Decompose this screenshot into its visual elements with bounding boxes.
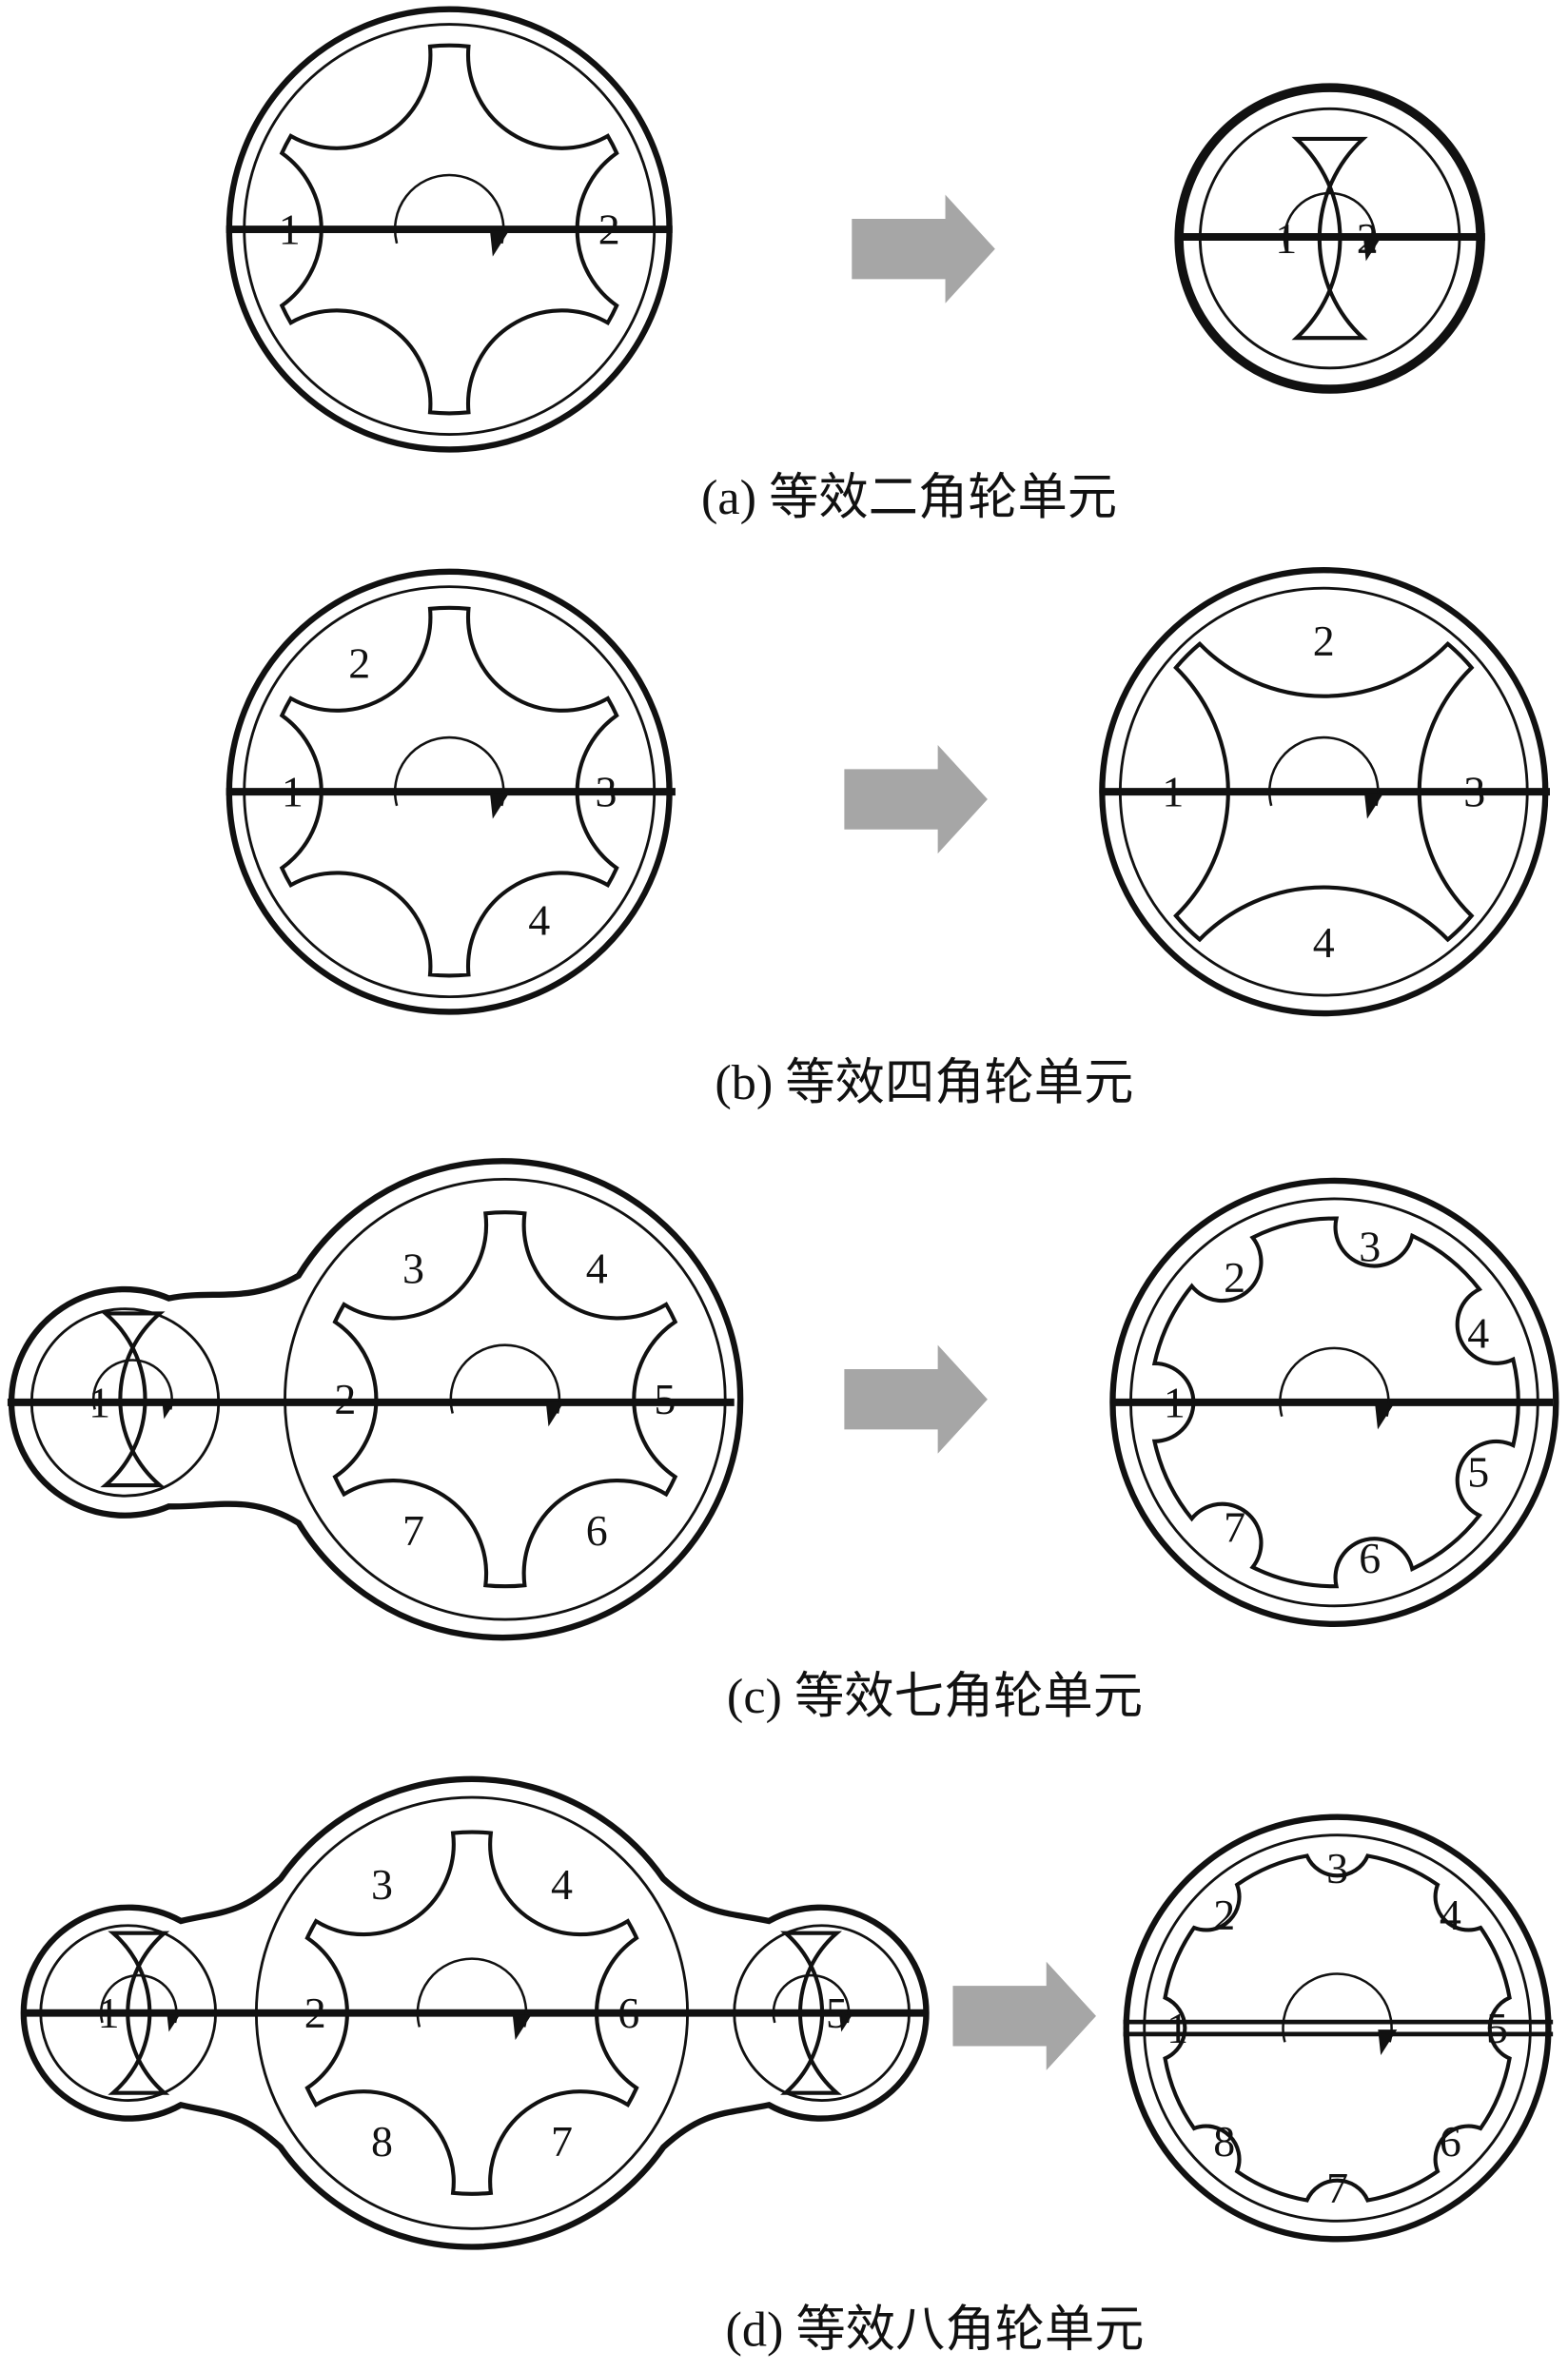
d-transform-arrow: [952, 1961, 1097, 2070]
d-right-small-hub-rotation-arc-icon: [772, 1973, 851, 2024]
c-big-lobe-label-2: 3: [402, 1245, 424, 1293]
c-right-lobe-label-5: 5: [1467, 1447, 1489, 1496]
d-right-lobe-label-7: 7: [1326, 2164, 1348, 2212]
a-right-hub-rotation-arc-icon: [1283, 191, 1377, 251]
b-left-lobe-label-2: 2: [348, 639, 370, 688]
d-right-hub-rotation-arc-icon: [1282, 1972, 1393, 2043]
c-transform-arrow: [844, 1344, 988, 1454]
caption-b: (b) 等效四角轮单元: [715, 1055, 1133, 1110]
a-left-rotor-profile: [279, 43, 619, 416]
c-big-hub-rotation-arc-icon: [449, 1343, 561, 1414]
b-right-rotor-profile: [1173, 640, 1475, 943]
c-right-lobe-label-6: 6: [1359, 1534, 1381, 1582]
c-small-hub-rotation-arc-icon: [91, 1359, 173, 1410]
b-transform-arrow: [844, 745, 988, 854]
d-right-rotor-profile: [1163, 1853, 1512, 2203]
b-left-rotor-profile: [279, 605, 619, 978]
caption-d: (d) 等效八角轮单元: [725, 2302, 1144, 2357]
c-big-lobe-label-5: 6: [586, 1506, 608, 1555]
d-big-hub-rotation-arrow-icon: [512, 2014, 532, 2041]
c-right-hub-rotation-arrow-icon: [1375, 1403, 1395, 1430]
d-left-small-hub-rotation-arc-icon: [99, 1973, 178, 2024]
c-big-lobe-label-6: 7: [402, 1506, 424, 1555]
d-right-outer-casing: [1123, 1813, 1552, 2243]
b-right-lobe-label-4: 4: [1313, 918, 1335, 967]
d-left-small-lobe-label-1: 1: [98, 1989, 120, 2037]
d-big-hub-rotation-arc-icon: [416, 1957, 528, 2028]
c-right-lobe-label-3: 3: [1359, 1223, 1381, 1271]
d-big-lobe-label-2: 3: [371, 1860, 393, 1909]
b-left-hub-rotation-arrow-icon: [490, 793, 509, 819]
a-right-lobe-label-2: 2: [1357, 214, 1379, 263]
d-right-small-hub-rotation-arrow-icon: [839, 2014, 853, 2032]
d-left-small-hub-rotation-arrow-icon: [167, 2014, 181, 2032]
d-big-lobe-label-5: 7: [551, 2117, 573, 2166]
d-right-lobe-label-1: 1: [1166, 2004, 1188, 2052]
c-right-lobe-label-4: 4: [1467, 1309, 1489, 1358]
c-big-lobe-label-3: 4: [586, 1245, 608, 1293]
d-big-lobe-label-3: 4: [551, 1860, 573, 1909]
d-right-lobe-label-5: 5: [1486, 2004, 1508, 2052]
d-right-lobe-label-4: 4: [1440, 1891, 1461, 1939]
d-left-outer-casing: [20, 1775, 930, 2250]
b-left-hub-rotation-arc-icon: [393, 735, 505, 807]
c-left-outer-casing: [8, 1158, 744, 1641]
a-right-lobe-label-1: 1: [1275, 214, 1297, 263]
c-right-hub-rotation-arc-icon: [1279, 1346, 1390, 1417]
b-right-hub-rotation-arrow-icon: [1364, 793, 1384, 819]
d-right-small-lobe-label-5: 5: [826, 1989, 848, 2037]
c-small-hub-rotation-arrow-icon: [162, 1401, 176, 1420]
c-big-hub-rotation-arrow-icon: [545, 1401, 565, 1427]
c-right-rotor-profile: [1151, 1216, 1520, 1589]
b-right-hub-rotation-arc-icon: [1268, 735, 1380, 807]
a-right-hub-rotation-arrow-icon: [1363, 240, 1380, 262]
d-right-lobe-label-6: 6: [1440, 2117, 1461, 2166]
d-right-hub-rotation-arrow-icon: [1378, 2029, 1398, 2056]
c-big-rotor-profile: [332, 1210, 678, 1589]
c-small-lobe-label-1: 1: [88, 1378, 110, 1426]
a-left-hub-rotation-arrow-icon: [490, 230, 509, 257]
d-right-inner-casing: [1143, 1833, 1532, 2223]
a-left-hub-rotation-arc-icon: [393, 173, 505, 245]
caption-c: (c) 等效七角轮单元: [727, 1669, 1143, 1724]
c-right-lobe-label-7: 7: [1224, 1503, 1245, 1552]
a-transform-arrow: [852, 194, 995, 304]
d-right-lobe-label-3: 3: [1326, 1844, 1348, 1892]
b-right-lobe-label-2: 2: [1313, 617, 1335, 665]
d-big-rotor-profile: [304, 1830, 639, 2196]
d-right-lobe-label-8: 8: [1213, 2117, 1235, 2166]
c-right-lobe-label-2: 2: [1224, 1253, 1245, 1302]
caption-a: (a) 等效二角轮单元: [701, 470, 1117, 525]
d-right-lobe-label-2: 2: [1213, 1891, 1235, 1939]
b-left-lobe-label-5: 4: [528, 896, 550, 945]
d-big-lobe-label-6: 8: [371, 2117, 393, 2166]
